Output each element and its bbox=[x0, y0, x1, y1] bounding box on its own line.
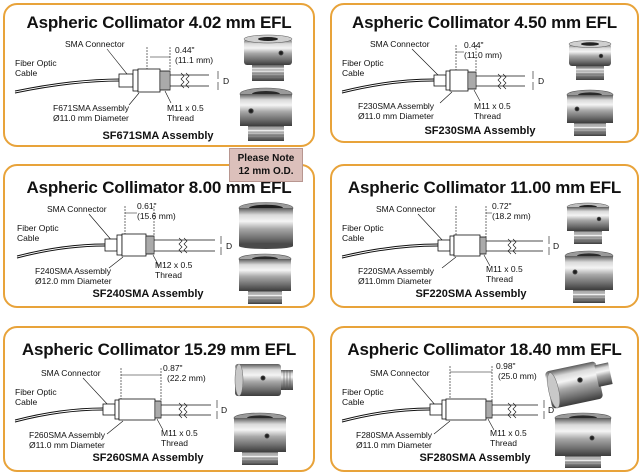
length-inches: 0.61" bbox=[137, 201, 157, 211]
collimator-diagram: SMA Connector Fiber Optic Cable D 0.44" … bbox=[341, 39, 544, 121]
assembly-name: SF671SMA Assembly bbox=[102, 130, 214, 142]
assembly-name: SF260SMA Assembly bbox=[92, 452, 204, 464]
thread-spec: M11 x 0.5 bbox=[486, 264, 523, 274]
assembly-diameter-label: Ø11.0 mm Diameter bbox=[53, 113, 129, 123]
assembly-model-label: F260SMA Assembly bbox=[29, 430, 106, 440]
thread-label: Thread bbox=[486, 274, 513, 284]
collimator-photo-front bbox=[545, 361, 613, 409]
collimator-panel-18-40: Aspheric Collimator 18.40 mm EFL SMA Con… bbox=[330, 326, 639, 472]
sma-connector-label: SMA Connector bbox=[370, 368, 430, 378]
thread-spec: M11 x 0.5 bbox=[474, 101, 511, 111]
fiber-optic-label: Fiber Optic bbox=[342, 58, 384, 68]
thread-label: Thread bbox=[161, 438, 188, 448]
assembly-model-label: F220SMA Assembly bbox=[358, 266, 435, 276]
assembly-model-label: F671SMA Assembly bbox=[53, 103, 130, 113]
thread-label: Thread bbox=[155, 270, 182, 280]
cable-label: Cable bbox=[342, 68, 364, 78]
d-label: D bbox=[553, 241, 559, 251]
length-mm: (15.6 mm) bbox=[137, 211, 176, 221]
d-label: D bbox=[548, 405, 554, 415]
collimator-panel-15-29: Aspheric Collimator 15.29 mm EFL SMA Con… bbox=[3, 326, 315, 472]
panel-title: Aspheric Collimator 18.40 mm EFL bbox=[347, 340, 622, 359]
collimator-diagram: SMA Connector Fiber Optic Cable D 0.72" … bbox=[341, 201, 559, 286]
collimator-diagram: SMA Connector Fiber Optic Cable D 0.98" … bbox=[341, 361, 554, 450]
length-mm: (18.2 mm) bbox=[492, 211, 531, 221]
d-label: D bbox=[223, 76, 229, 86]
assembly-name: SF220SMA Assembly bbox=[415, 288, 527, 300]
fiber-optic-label: Fiber Optic bbox=[17, 223, 59, 233]
thread-label: Thread bbox=[490, 438, 517, 448]
collimator-diagram: SMA Connector Fiber Optic Cable D 0.44" … bbox=[14, 39, 229, 123]
collimator-photo-front bbox=[566, 202, 610, 244]
panel-title: Aspheric Collimator 15.29 mm EFL bbox=[21, 340, 297, 359]
collimator-photo-front bbox=[238, 202, 294, 249]
panel-title: Aspheric Collimator 11.00 mm EFL bbox=[347, 178, 622, 197]
thread-label: Thread bbox=[474, 111, 501, 121]
collimator-panel-11-00: Aspheric Collimator 11.00 mm EFL SMA Con… bbox=[330, 164, 639, 308]
length-inches: 0.44" bbox=[464, 40, 484, 50]
assembly-diameter-label: Ø11.0 mm Diameter bbox=[29, 440, 105, 450]
collimator-photo-front bbox=[234, 363, 293, 397]
assembly-model-label: F280SMA Assembly bbox=[356, 430, 433, 440]
collimator-panel-8-00: Aspheric Collimator 8.00 mm EFL SMA Conn… bbox=[3, 164, 315, 308]
collimator-photo-side bbox=[238, 253, 292, 304]
length-mm: (11.1 mm) bbox=[175, 55, 213, 65]
length-inches: 0.98" bbox=[496, 361, 516, 371]
assembly-diameter-label: Ø11.0 mm Diameter bbox=[356, 440, 432, 450]
thread-spec: M12 x 0.5 bbox=[155, 260, 193, 270]
collimator-photo-side bbox=[239, 87, 293, 141]
sma-connector-label: SMA Connector bbox=[41, 368, 101, 378]
d-label: D bbox=[221, 405, 227, 415]
assembly-model-label: F240SMA Assembly bbox=[35, 266, 112, 276]
thread-spec: M11 x 0.5 bbox=[161, 428, 198, 438]
cable-label: Cable bbox=[342, 233, 364, 243]
note-badge: Please Note 12 mm O.D. bbox=[229, 148, 303, 182]
assembly-name: SF240SMA Assembly bbox=[92, 288, 204, 300]
panel-title: Aspheric Collimator 8.00 mm EFL bbox=[26, 178, 292, 197]
assembly-diameter-label: Ø11.0mm Diameter bbox=[358, 276, 432, 286]
panel-title: Aspheric Collimator 4.50 mm EFL bbox=[352, 13, 617, 32]
length-mm: (25.0 mm) bbox=[498, 371, 537, 381]
length-inches: 0.87" bbox=[163, 363, 183, 373]
sma-connector-label: SMA Connector bbox=[370, 39, 430, 49]
collimator-diagram: SMA Connector Fiber Optic Cable D 0.87" … bbox=[14, 363, 227, 450]
sma-connector-label: SMA Connector bbox=[376, 204, 436, 214]
collimator-photo-front bbox=[243, 34, 293, 81]
assembly-name: SF230SMA Assembly bbox=[424, 125, 536, 137]
sma-connector-label: SMA Connector bbox=[47, 204, 107, 214]
assembly-model-label: F230SMA Assembly bbox=[358, 101, 435, 111]
cable-label: Cable bbox=[17, 233, 39, 243]
cable-label: Cable bbox=[342, 397, 364, 407]
d-label: D bbox=[538, 76, 544, 86]
thread-spec: M11 x 0.5 bbox=[167, 103, 204, 113]
panel-title: Aspheric Collimator 4.02 mm EFL bbox=[26, 13, 292, 32]
collimator-diagram: SMA Connector Fiber Optic Cable D 0.61" … bbox=[16, 201, 232, 286]
collimator-photo-side bbox=[564, 250, 614, 303]
cable-label: Cable bbox=[15, 397, 37, 407]
assembly-diameter-label: Ø11.0 mm Diameter bbox=[358, 111, 434, 121]
length-inches: 0.44" bbox=[175, 45, 195, 55]
length-inches: 0.72" bbox=[492, 201, 512, 211]
collimator-panel-4-50: Aspheric Collimator 4.50 mm EFL SMA Conn… bbox=[330, 3, 639, 143]
assembly-diameter-label: Ø12.0 mm Diameter bbox=[35, 276, 112, 286]
collimator-photo-side bbox=[233, 412, 287, 465]
fiber-optic-label: Fiber Optic bbox=[342, 387, 384, 397]
collimator-photo-side bbox=[554, 412, 612, 468]
sma-connector-label: SMA Connector bbox=[65, 39, 125, 49]
fiber-optic-label: Fiber Optic bbox=[342, 223, 384, 233]
fiber-optic-label: Fiber Optic bbox=[15, 58, 57, 68]
collimator-photo-front bbox=[568, 40, 612, 80]
fiber-optic-label: Fiber Optic bbox=[15, 387, 57, 397]
collimator-photo-side bbox=[566, 89, 614, 136]
assembly-name: SF280SMA Assembly bbox=[419, 452, 531, 464]
note-line-2: 12 mm O.D. bbox=[238, 166, 294, 177]
note-line-1: Please Note bbox=[237, 153, 295, 164]
thread-spec: M11 x 0.5 bbox=[490, 428, 527, 438]
collimator-panel-4-02: Aspheric Collimator 4.02 mm EFL SMA Conn… bbox=[3, 3, 315, 147]
d-label: D bbox=[226, 241, 232, 251]
length-mm: (22.2 mm) bbox=[167, 373, 206, 383]
cable-label: Cable bbox=[15, 68, 37, 78]
thread-label: Thread bbox=[167, 113, 194, 123]
length-mm: (11.0 mm) bbox=[464, 50, 502, 60]
